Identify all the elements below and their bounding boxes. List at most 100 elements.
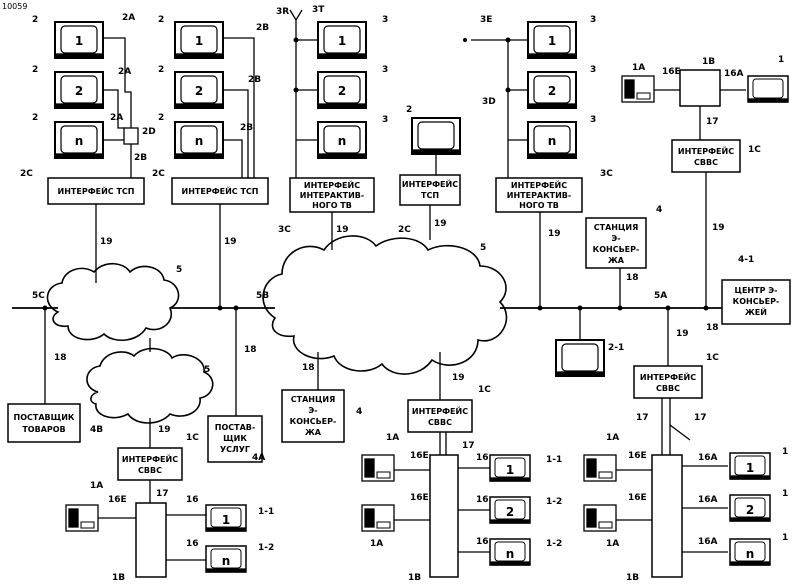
reference-label: 1B: [702, 57, 715, 67]
itv-label-b: ИНТЕРАКТИВ-: [300, 191, 364, 200]
reference-label: 3: [590, 115, 596, 125]
reference-label: 17: [156, 489, 169, 499]
serv-label-c: УСЛУГ: [220, 445, 250, 454]
reference-label: 4-1: [738, 255, 754, 265]
reference-label: 19: [224, 237, 237, 247]
reference-label: 2D: [142, 127, 156, 137]
reference-label: 1-2: [258, 543, 274, 553]
reference-label: 2B: [248, 75, 261, 85]
reference-label: 5: [176, 265, 182, 275]
reference-label: 3C: [278, 225, 291, 235]
reference-label: 16E: [410, 493, 429, 503]
cvvs-label-a: ИНТЕРФЕЙС: [678, 145, 734, 156]
cloud-network-main: [263, 236, 506, 374]
reference-label: 1C: [748, 145, 761, 155]
reference-label: 4A: [252, 453, 265, 463]
station-label-d: ЖА: [608, 256, 625, 265]
tsp-small-label-b: ТСП: [421, 191, 439, 200]
reference-label: 1A: [90, 481, 103, 491]
reference-label: 3: [590, 15, 596, 25]
reference-label: 16: [476, 537, 489, 547]
screen-2: 2: [548, 84, 556, 98]
reference-label: 3T: [312, 5, 325, 15]
cloud-network-left: [47, 264, 178, 341]
center-label-c: ЖЕЙ: [745, 306, 767, 317]
reference-label: 3R: [276, 7, 289, 17]
reference-label: 2: [32, 15, 38, 25]
reference-label: 16E: [628, 493, 647, 503]
reference-label: 1-1: [546, 455, 562, 465]
reference-label: 1A: [386, 433, 399, 443]
goods-label-b: ТОВАРОВ: [22, 425, 65, 434]
reference-label: 3: [382, 65, 388, 75]
reference-label: 19: [100, 237, 113, 247]
reference-label: 18: [302, 363, 315, 373]
cvvs-group-middle-bottom: ИНТЕРФЕЙС СВВС 1 2 n: [362, 370, 530, 577]
station-label-a: СТАНЦИЯ: [291, 395, 336, 404]
screen-1: 1: [195, 34, 203, 48]
reference-label: 1B: [626, 573, 639, 583]
reference-label: 3E: [480, 15, 492, 25]
reference-label: 4: [356, 407, 362, 417]
reference-label: 16E: [410, 451, 429, 461]
tsp-group-single: ИНТЕРФЕЙС ТСП: [400, 118, 460, 240]
screen-n: n: [746, 547, 755, 561]
reference-label: 3: [382, 115, 388, 125]
reference-label: 19: [548, 229, 561, 239]
cvvs-interface-box: [672, 140, 740, 172]
center-label-a: ЦЕНТР Э-: [735, 286, 778, 295]
reference-label: 18: [626, 273, 639, 283]
cvvs-label-b: СВВС: [694, 158, 718, 167]
cloud-network-lower: [87, 349, 213, 423]
screen-1: 1: [746, 461, 754, 475]
reference-label: 18: [54, 353, 67, 363]
reference-label: 2-1: [608, 343, 624, 353]
reference-label: 3C: [600, 169, 613, 179]
screen-n: n: [222, 554, 231, 568]
reference-label: 5: [480, 243, 486, 253]
reference-label: 5: [204, 365, 210, 375]
reference-label: 16: [476, 453, 489, 463]
reference-label: 17: [462, 441, 475, 451]
station-label-d: ЖА: [305, 428, 322, 437]
reference-label: 3: [590, 65, 596, 75]
station-label-b: Э-: [611, 234, 620, 243]
reference-label: 5C: [32, 291, 45, 301]
reference-label: 16A: [698, 453, 718, 463]
tsp-group-left: 1 2 n ИНТЕРФЕЙС ТСП: [48, 22, 144, 283]
itv-label-a: ИНТЕРФЕЙС: [304, 179, 360, 190]
screen-1: 1: [75, 34, 83, 48]
reference-label: 16E: [662, 67, 681, 77]
reference-label: 1C: [186, 433, 199, 443]
station-label-c: КОНСЬЕР-: [593, 245, 640, 254]
tsp-group-middle: 1 2 n ИНТЕРФЕЙС ТСП: [172, 22, 268, 308]
reference-label: 2: [32, 65, 38, 75]
reference-label: 16A: [724, 69, 744, 79]
reference-label: 1A: [370, 539, 383, 549]
reference-label: 16A: [698, 537, 718, 547]
screen-n: n: [195, 134, 204, 148]
reference-label: 16E: [108, 495, 127, 505]
screen-n: n: [506, 547, 515, 561]
screen-2: 2: [338, 84, 346, 98]
itv-group-antenna: 1 2 n ИНТЕРФЕЙС ИНТЕРАКТИВ- НОГО ТВ: [290, 10, 374, 250]
reference-label: 2C: [398, 225, 411, 235]
cvvs-label-b: СВВС: [138, 466, 162, 475]
reference-label: 18: [706, 323, 719, 333]
itv-label-a: ИНТЕРФЕЙС: [511, 179, 567, 190]
screen-n: n: [338, 134, 347, 148]
reference-label: 4: [656, 205, 662, 215]
reference-label: 16: [186, 495, 199, 505]
reference-label: 1: [782, 533, 788, 543]
reference-label: 19: [158, 425, 171, 435]
screen-1: 1: [506, 463, 514, 477]
reference-label: 1C: [478, 385, 491, 395]
reference-label: 3D: [482, 97, 496, 107]
reference-label: 1-1: [258, 507, 274, 517]
tsp-small-label-a: ИНТЕРФЕЙС: [402, 178, 458, 189]
screen-1: 1: [338, 34, 346, 48]
screen-n: n: [75, 134, 84, 148]
reference-label: 5B: [256, 291, 269, 301]
serv-label-a: ПОСТАВ-: [215, 423, 255, 432]
reference-label: 2: [158, 15, 164, 25]
